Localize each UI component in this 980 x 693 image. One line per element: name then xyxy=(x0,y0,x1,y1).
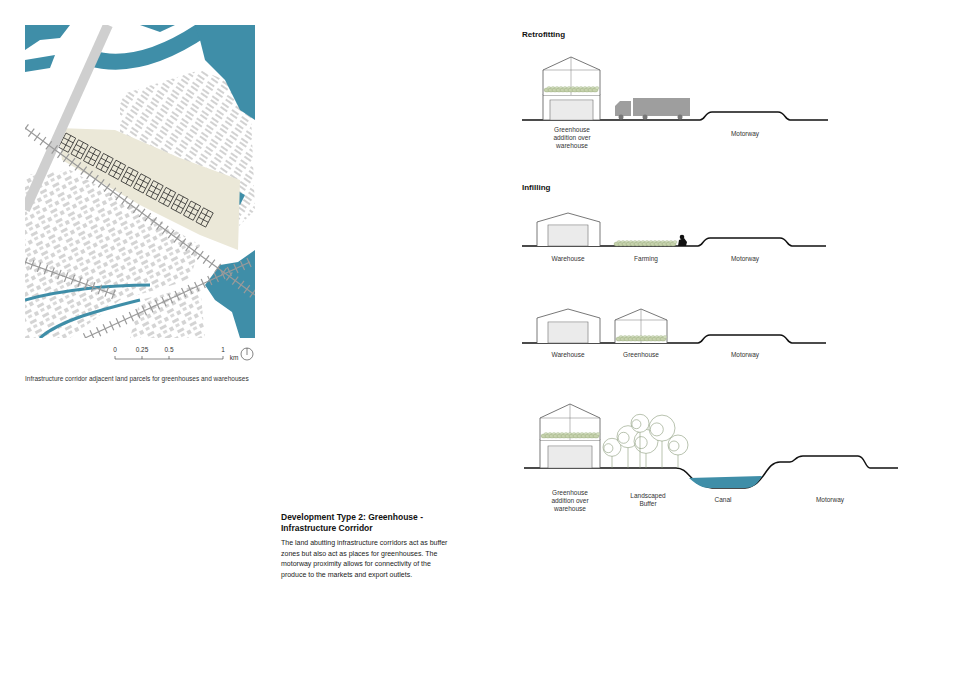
section-infilling-farming xyxy=(522,213,826,246)
element-label: Greenhouse addition over warehouse xyxy=(544,489,596,513)
greenhouse-parcels xyxy=(58,133,213,227)
site-map xyxy=(25,25,255,338)
element-label: Greenhouse xyxy=(621,351,661,359)
element-label: Canal xyxy=(703,496,743,504)
element-label: Motorway xyxy=(725,351,765,359)
element-label: Motorway xyxy=(725,130,765,138)
railway-lines xyxy=(25,128,255,338)
scale-number: 1 xyxy=(218,346,228,354)
element-label: Motorway xyxy=(725,255,765,263)
scale-number: 0.5 xyxy=(162,346,176,354)
section-buffer-canal xyxy=(524,404,898,488)
scale-number: 0.25 xyxy=(134,346,150,354)
element-label: Motorway xyxy=(810,496,850,504)
scale-unit: km xyxy=(227,354,241,362)
section-infilling-greenhouse xyxy=(522,309,826,343)
scale-number: 0 xyxy=(110,346,120,354)
section-retrofitting xyxy=(522,57,828,120)
element-label: Greenhouse addition over warehouse xyxy=(546,126,598,150)
section-heading: Retrofitting xyxy=(522,30,565,40)
section-heading: Infilling xyxy=(522,183,550,193)
diagram-title: Development Type 2: Greenhouse - Infrast… xyxy=(281,512,431,534)
map-caption: Infrastructure corridor adjacent land pa… xyxy=(25,375,265,383)
element-label: Landscaped Buffer xyxy=(628,492,668,508)
element-label: Warehouse xyxy=(548,351,588,359)
description-text: The land abutting infrastructure corrido… xyxy=(281,538,449,580)
element-label: Warehouse xyxy=(548,255,588,263)
element-label: Farming xyxy=(626,255,666,263)
